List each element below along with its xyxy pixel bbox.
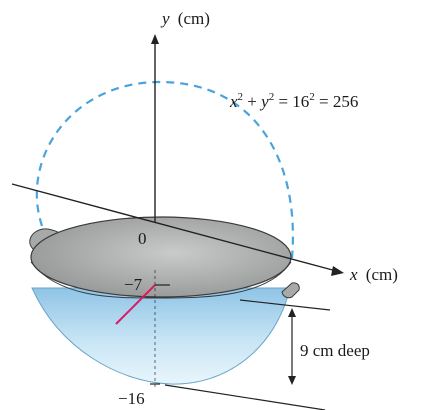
wok-rim bbox=[30, 216, 292, 298]
tangent-line bbox=[11, 183, 341, 273]
neg7-label: −7 bbox=[124, 275, 143, 294]
origin-label: 0 bbox=[138, 229, 147, 248]
wok-bowl bbox=[31, 287, 291, 385]
x-axis-label: x (cm) bbox=[349, 265, 398, 284]
depth-top-line bbox=[239, 299, 331, 311]
x-axis-arrowhead bbox=[331, 266, 344, 276]
depth-label: 9 cm deep bbox=[300, 341, 370, 360]
y-axis-arrowhead bbox=[151, 34, 159, 44]
neg16-label: −16 bbox=[118, 389, 145, 408]
rim-lower-edge bbox=[30, 261, 292, 299]
depth-arrow-bottom bbox=[288, 376, 296, 385]
y-axis-label: y (cm) bbox=[160, 9, 210, 28]
depth-bottom-line bbox=[164, 384, 326, 410]
depth-arrow-top bbox=[288, 308, 296, 317]
radius-line bbox=[115, 284, 156, 325]
equation-label: x2 + y2 = 162 = 256 bbox=[229, 91, 358, 111]
right-handle bbox=[281, 282, 300, 299]
dashed-circle-arc bbox=[35, 80, 294, 259]
